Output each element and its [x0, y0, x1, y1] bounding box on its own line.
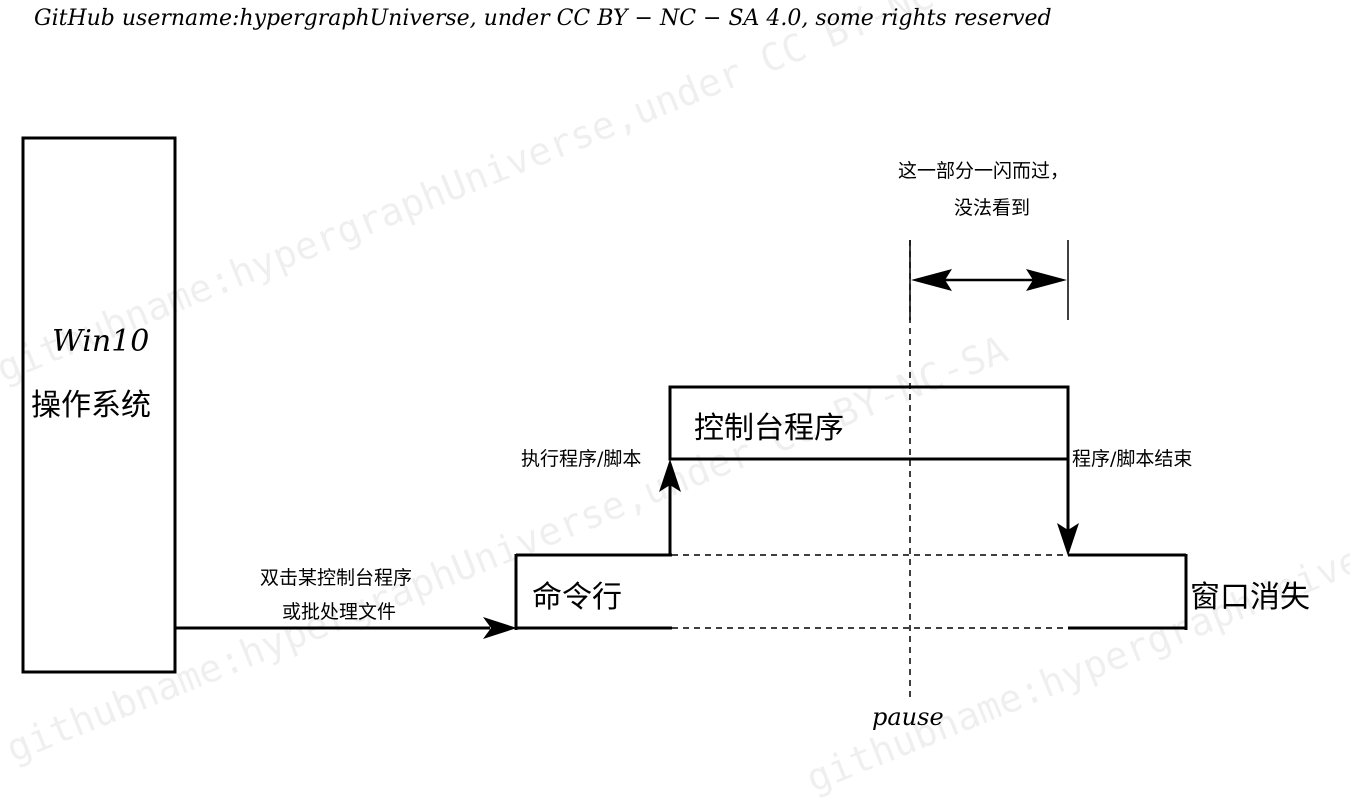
- flash-right-arrowhead: [1026, 269, 1067, 291]
- end-label: 程序/脚本结束: [1072, 448, 1193, 470]
- flash-note-line1: 这一部分一闪而过，: [898, 160, 1070, 182]
- exec-arrowhead: [659, 459, 681, 492]
- end-arrowhead: [1057, 523, 1079, 556]
- command-line-label: 命令行: [532, 580, 622, 615]
- os-box: [21, 136, 177, 674]
- flash-note-line2: 没法看到: [954, 197, 1031, 219]
- double-click-label-line1: 双击某控制台程序: [260, 567, 413, 589]
- license-header: GitHub username:hypergraphUniverse, unde…: [34, 6, 1052, 31]
- os-label-line2: 操作系统: [31, 388, 151, 423]
- double-click-label-line2: 或批处理文件: [282, 601, 397, 623]
- flash-left-arrowhead: [911, 269, 952, 291]
- pause-label: pause: [872, 703, 944, 731]
- window-gone-label: 窗口消失: [1190, 580, 1310, 615]
- exec-label: 执行程序/脚本: [521, 448, 642, 470]
- console-box: [668, 385, 1070, 461]
- process-diagram: [21, 136, 1188, 700]
- launch-arrowhead: [483, 617, 517, 639]
- console-program-label: 控制台程序: [694, 411, 844, 446]
- os-label-line1: Win10: [52, 324, 150, 359]
